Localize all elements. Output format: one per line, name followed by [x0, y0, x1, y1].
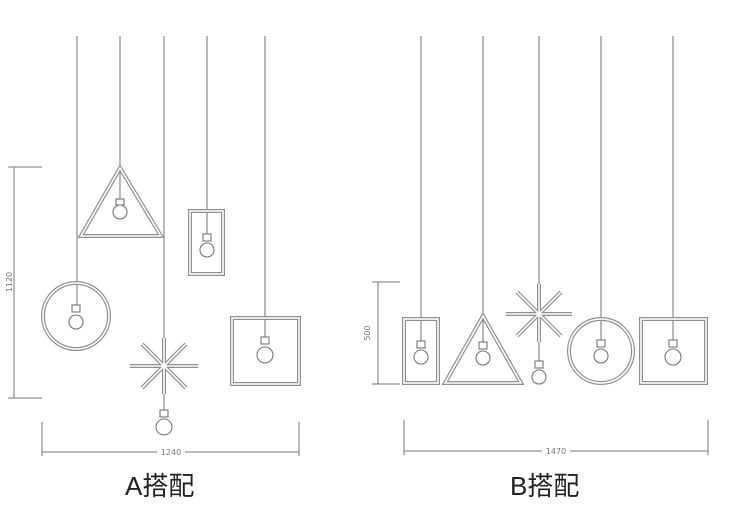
group-b-width-label: 1470: [546, 447, 566, 456]
group-b-caption: B搭配: [510, 471, 580, 501]
group-b-tall-rect-pendant: [402, 36, 440, 385]
group-b-square-pendant: [639, 36, 708, 385]
group-a-star-pendant: [130, 36, 198, 436]
group-a-width-label: 1240: [161, 448, 181, 457]
group-b-height-label: 500: [363, 325, 372, 340]
group-b: 500: [363, 36, 709, 456]
group-b-circle-pendant: [567, 36, 635, 385]
group-b-star-pendant: [506, 36, 572, 385]
group-a-width-dimension: 1240: [41, 422, 300, 457]
group-a: 1120: [5, 36, 301, 457]
group-a-height-label: 1120: [5, 272, 14, 292]
group-a-caption: A搭配: [125, 471, 195, 501]
group-a-circle-pendant: [41, 36, 111, 351]
group-a-triangle-pendant: [77, 36, 165, 238]
group-a-small-rect-pendant: [188, 36, 225, 276]
group-b-width-dimension: 1470: [403, 420, 709, 456]
group-b-height-dimension: 500: [363, 281, 400, 385]
group-a-height-dimension: 1120: [5, 166, 42, 399]
group-a-square-pendant: [230, 36, 301, 386]
group-b-triangle-pendant: [441, 36, 525, 385]
